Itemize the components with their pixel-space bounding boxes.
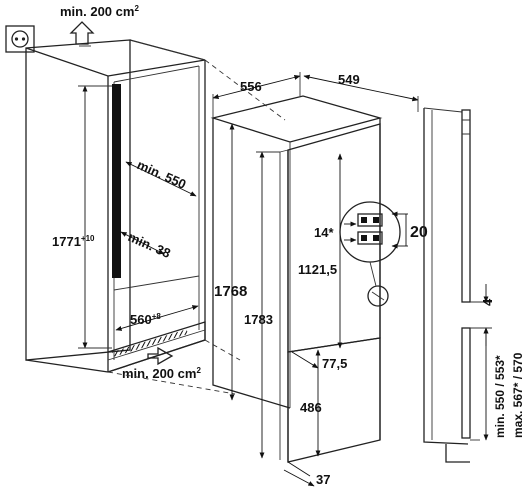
hinge-right-label: 20 xyxy=(410,224,428,241)
vent-top-label: min. 200 cm2 xyxy=(60,4,139,19)
side-depth-min-label: min. 550 / 553* xyxy=(493,355,507,438)
rear-gap-label: min. 38 xyxy=(126,229,173,261)
door-bottom-offset-label: 37 xyxy=(316,472,330,487)
appliance-depth-label: 549 xyxy=(338,72,360,87)
appliance-width-dimension xyxy=(212,72,301,118)
hinge-detail xyxy=(339,201,401,287)
niche-width-label: 560+8 xyxy=(130,312,161,327)
niche-height-label: 1771+10 xyxy=(52,234,95,249)
niche-width-dimension xyxy=(115,305,199,331)
vent-bottom-label: min. 200 cm2 xyxy=(122,366,201,381)
side-depth-max-label: max. 567* / 570 xyxy=(511,352,525,438)
niche-depth-label: min. 550 xyxy=(135,157,189,192)
niche-depth-dimension xyxy=(125,161,197,197)
airflow-up-arrow-icon xyxy=(69,21,95,47)
side-gap-label: 4 xyxy=(480,298,495,306)
appliance-height-label: 1768 xyxy=(214,283,247,300)
airflow-in-arrow-icon xyxy=(147,346,174,366)
side-gap-dimension xyxy=(470,284,492,346)
door-total-height-label: 1783 xyxy=(244,312,273,327)
door-bottom-offset-dimension xyxy=(283,461,315,487)
appliance-width-label: 556 xyxy=(240,79,262,94)
side-section-view xyxy=(423,107,480,463)
niche-height-dimension xyxy=(78,85,112,349)
appliance-depth-dimension xyxy=(303,74,419,112)
door-total-height-dimension xyxy=(256,151,280,459)
hinge-left-label: 14* xyxy=(314,225,334,240)
door-gap-dimension xyxy=(291,351,319,369)
door-gap-label: 77,5 xyxy=(322,356,347,371)
door-upper-height-label: 1121,5 xyxy=(298,262,337,277)
rear-gap-dimension xyxy=(120,231,165,255)
power-socket-icon xyxy=(5,25,35,53)
niche-cabinet xyxy=(25,39,206,373)
door-lower-height-label: 486 xyxy=(300,400,322,415)
